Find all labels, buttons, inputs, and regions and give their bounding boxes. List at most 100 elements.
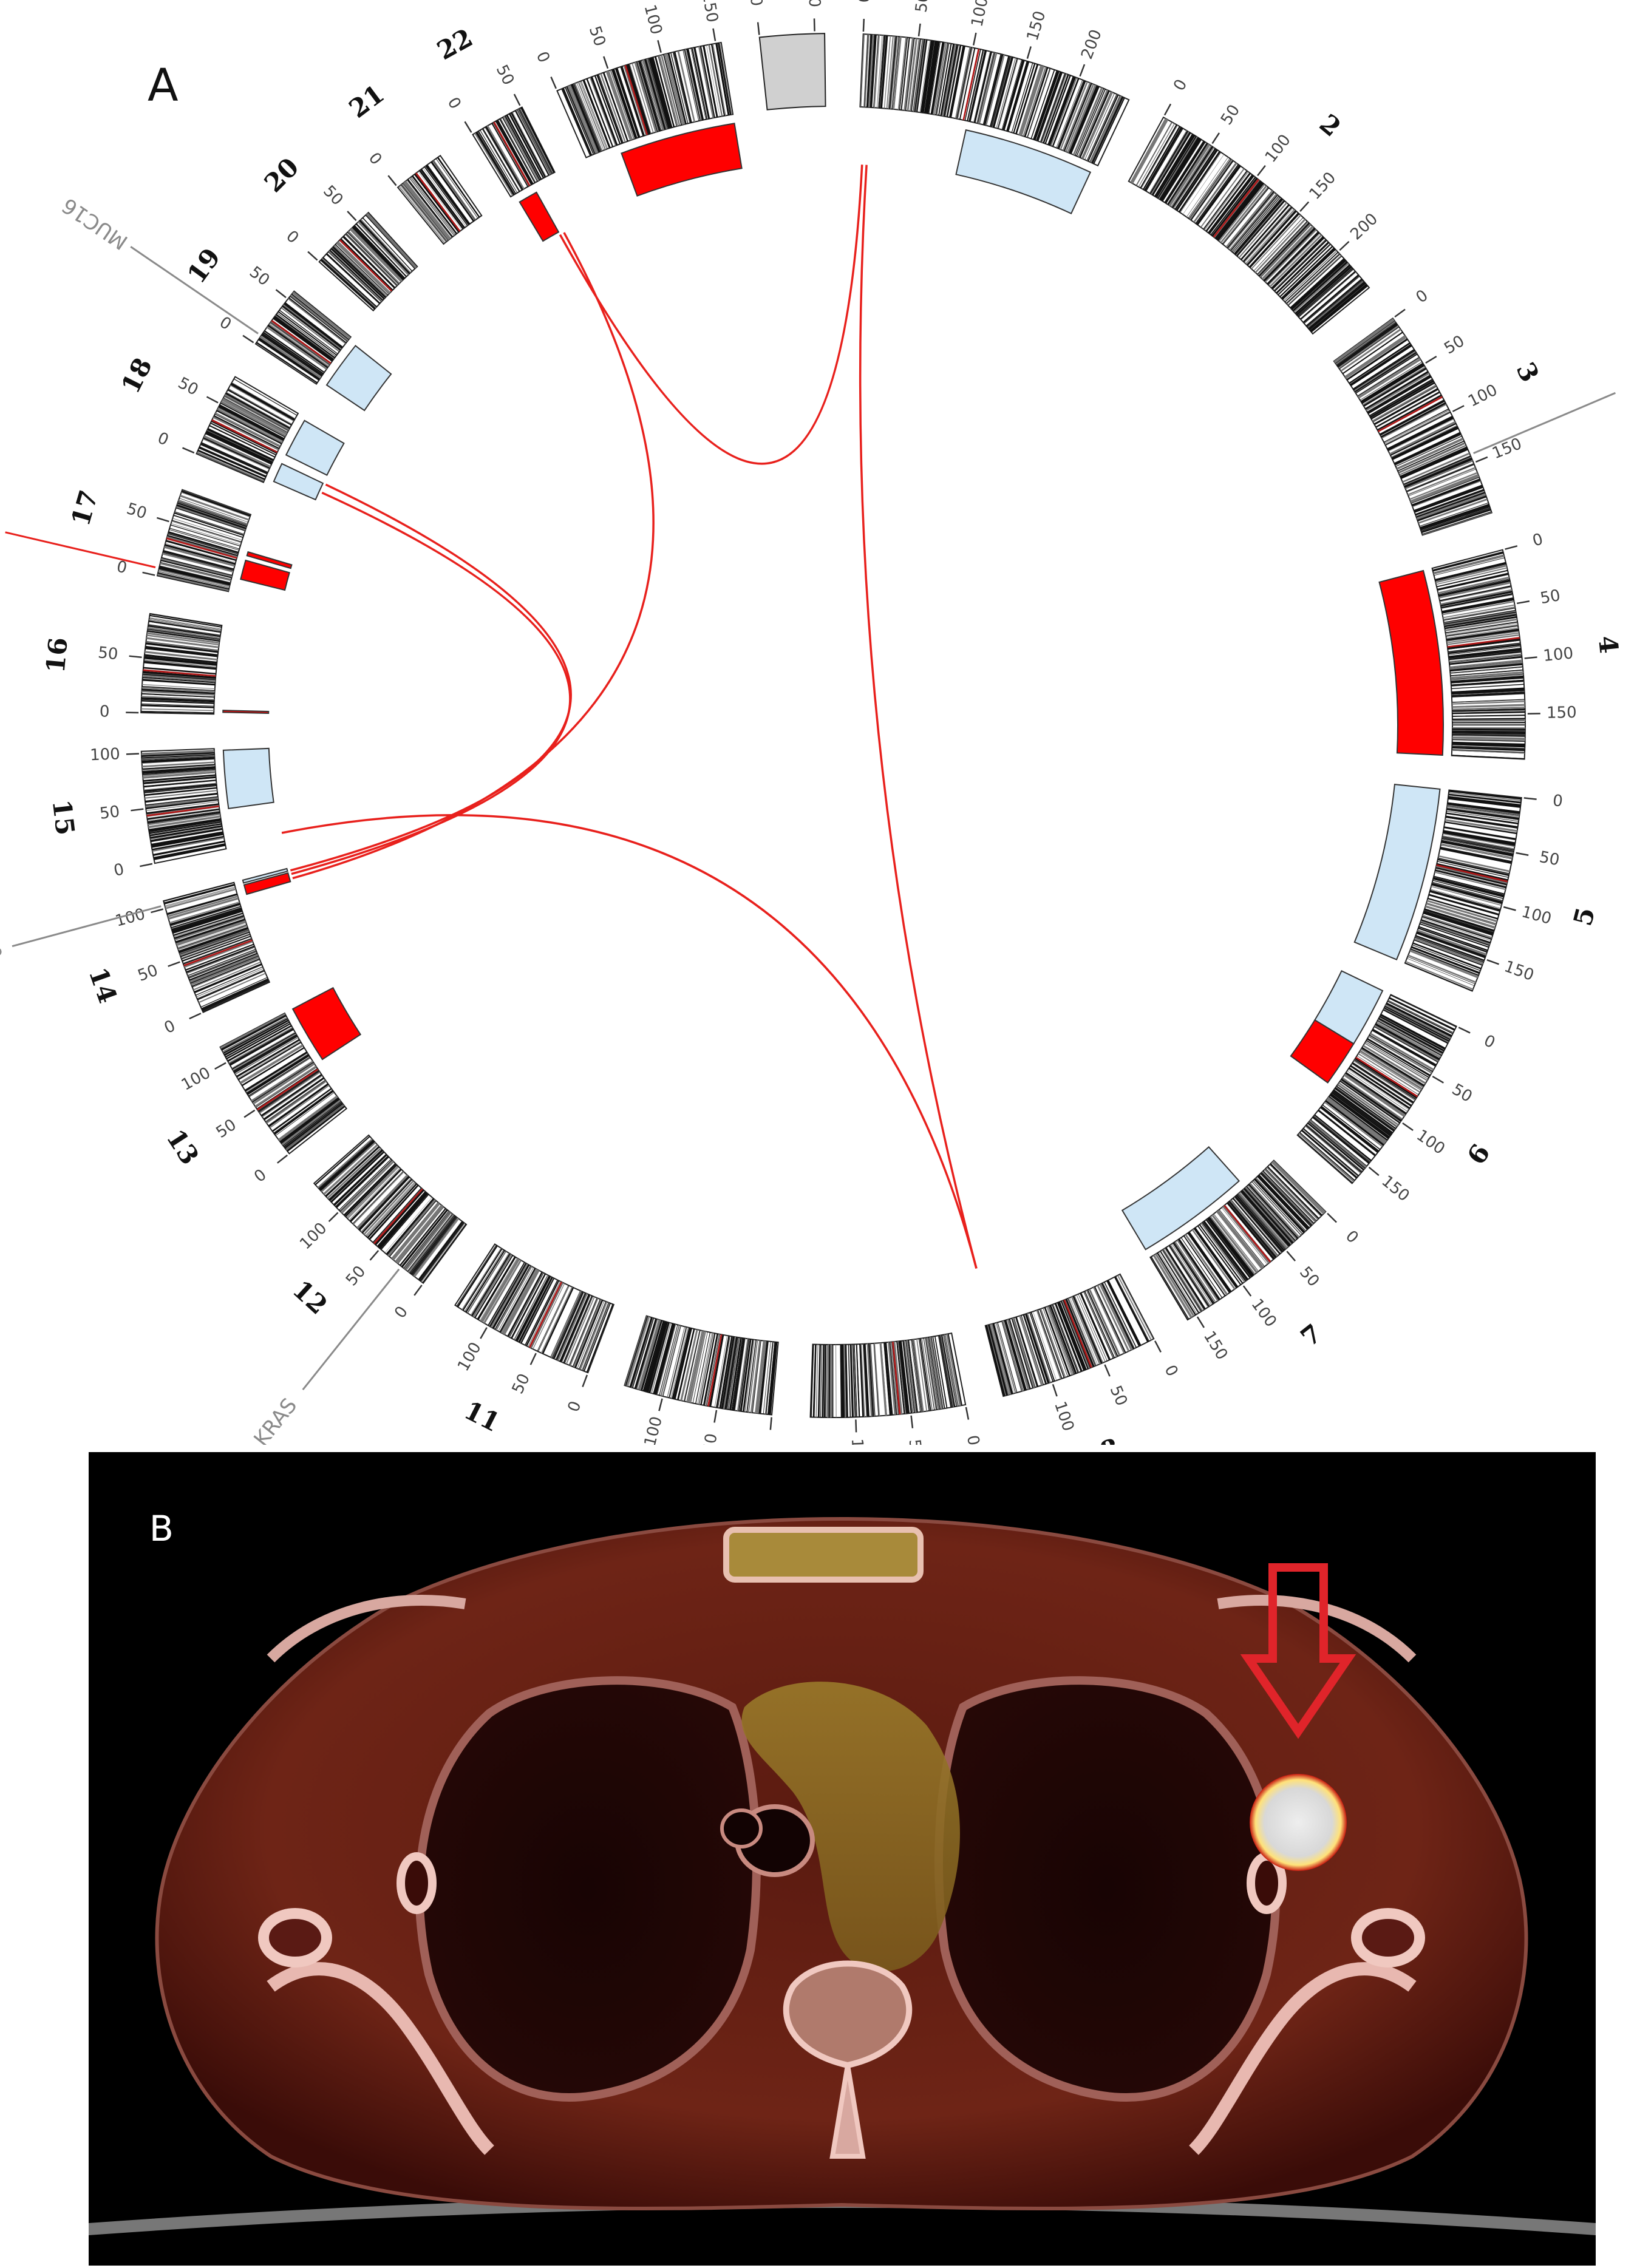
chromosome-y: 050Y [746,0,826,110]
tick-label: 50 [135,961,160,985]
cnv-loss-chr18 [285,419,345,477]
tick-label: 150 [1200,1328,1231,1363]
tick-label: 200 [1347,210,1381,244]
gene-pointer [12,905,162,948]
cnv-gain-chr22 [519,191,560,242]
tick-label: 100 [179,1064,214,1094]
chromosome-label: 4 [1593,634,1624,655]
tick-label: 100 [454,1339,485,1374]
tick-label: 50 [805,0,823,7]
vertebra [783,1960,913,2069]
cnv-loss-chr18 [273,463,324,501]
tick-label: 50 [342,1263,369,1290]
pet-ct-image [89,1516,1596,2235]
chromosome-label: 12 [287,1274,333,1320]
translocation-arc [559,165,863,465]
chromosome-x: 050100150X [533,0,734,158]
tick-label: 50 [319,182,347,209]
cnv-loss-chr15 [222,747,274,809]
tick-label: 0 [100,702,110,721]
red-arrow [1240,1563,1356,1739]
cnv-gain-chr17 [240,559,290,591]
cnv-loss-chr1 [955,129,1092,215]
left-lung [934,1676,1281,2102]
cnv-gain-chr6 [1290,1019,1355,1084]
tick-label: 50 [1441,332,1468,358]
chromosome-label: 6 [1462,1139,1496,1170]
tick-label: 50 [175,374,201,399]
chromosome-label: 3 [1510,358,1545,387]
gene-pointer [130,246,259,334]
cnv-gain-chrx [621,123,743,197]
sternum [723,1527,924,1583]
cnv-loss-chr14 [242,867,288,884]
chromosome-label: 8 [1096,1432,1123,1445]
chromosome-label: 7 [1295,1318,1327,1353]
cnv-loss-chr5 [1353,783,1441,961]
chromosome-20: 0 50 20 [259,152,418,312]
cnv-gain-chr14 [243,872,291,895]
chromosome-9: 0501009 [809,1332,983,1445]
tick-label: 0 [963,1434,983,1445]
right-humerus [258,1908,332,1968]
cnv-gain-chr13 [291,986,362,1061]
chromosome-label: 16 [41,636,73,674]
tick-label: 50 [509,1371,534,1397]
tick-label: 150 [1547,704,1577,722]
left-humerus [1351,1908,1425,1968]
tick-label: 100 [90,745,121,764]
tick-label: 0 [365,149,386,169]
translocation-arc [859,165,978,1269]
tick-label: 100 [641,3,665,37]
tick-label: 0 [1481,1031,1498,1052]
tick-label: 0 [162,1017,178,1037]
tick-label: 100 [296,1219,330,1253]
circos-svg: 0501001502001050100150200205010015030501… [0,0,1637,1445]
gene-label-traf3: TRAF3 [0,936,5,977]
tick-label: 50 [213,1116,240,1142]
gene-pointer [1473,392,1616,455]
tick-label: 50 [1296,1263,1322,1291]
tick-label: 0 [251,1166,270,1186]
gene-label-kras: KRAS [249,1394,302,1445]
chromosome-label: 17 [66,487,104,529]
ideogram-2 [1128,116,1370,335]
tick-label: 50 [1539,586,1562,608]
tick-label: 200 [1078,27,1106,62]
tick-label: 50 [912,0,933,13]
translocation-arc [281,814,978,1269]
tick-label: 50 [124,500,149,523]
panel-a-letter: A [148,59,179,112]
tick-label: 50 [492,62,518,88]
tick-label: 100 [1248,1295,1281,1331]
chromosome-10: 05010010 [624,1315,779,1445]
tick-label: 0 [533,49,553,66]
tick-label: 150 [698,0,721,24]
chromosome-label: 19 [182,243,226,289]
tick-label: 50 [1538,848,1561,870]
chromosome-label: 21 [344,79,390,124]
right-lung [415,1676,761,2102]
chromosome-label: 14 [83,963,123,1007]
tick-label: 0 [282,227,302,247]
tick-label: 0 [155,429,171,449]
tick-label: 100 [1262,131,1295,166]
tick-label: 100 [1542,644,1574,665]
translocation-arc [290,483,572,872]
chromosome-label: 20 [259,152,305,198]
tick-label: 0 [1170,76,1191,94]
aorta [741,1682,960,1972]
tick-label: 0 [1160,1362,1181,1380]
tick-label: 50 [1449,1081,1475,1107]
chromosome-21: 0 21 [344,79,483,245]
cnv-gain-chr17 [246,551,293,569]
